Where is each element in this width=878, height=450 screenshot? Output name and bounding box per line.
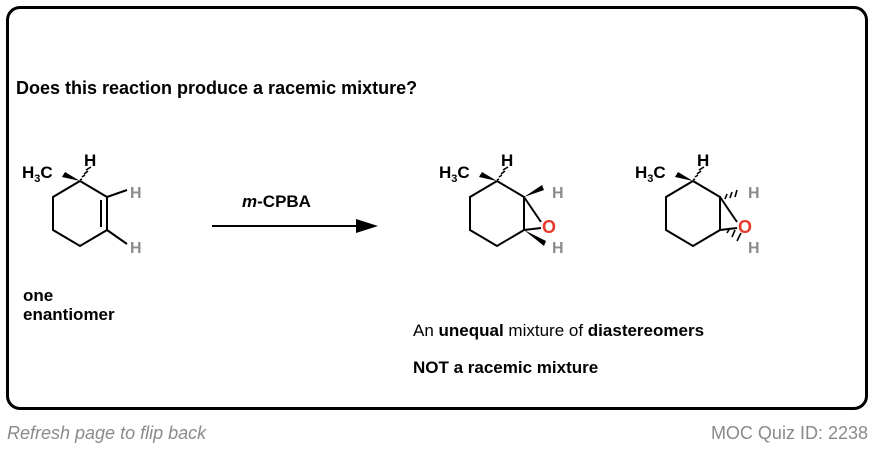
vinyl-hydrogen-label: H — [130, 240, 142, 257]
epoxide-product-1: H3C H O H H — [439, 151, 564, 257]
svg-text:H: H — [501, 151, 513, 170]
svg-text:H3C: H3C — [635, 163, 666, 185]
wedge-bond — [62, 172, 80, 181]
starting-material-label: one enantiomer — [23, 286, 115, 324]
reaction-scheme: H3C H H H H3C H O H H — [22, 151, 760, 257]
hydrogen-label: H — [84, 151, 96, 170]
answer-line-2: NOT a racemic mixture — [413, 358, 599, 377]
starting-material — [52, 180, 128, 248]
hash-bond — [79, 166, 92, 181]
svg-text:H: H — [552, 240, 564, 257]
quiz-id: MOC Quiz ID: 2238 — [710, 423, 868, 443]
question-card — [6, 6, 868, 410]
epoxide-product-2: H3C H O H H — [635, 151, 760, 257]
vinyl-hydrogen-label: H — [130, 185, 142, 202]
svg-text:H3C: H3C — [439, 163, 470, 185]
reagent-label: m-CPBA — [242, 192, 311, 211]
oxygen-label: O — [542, 217, 556, 237]
reaction-arrow — [212, 219, 378, 233]
svg-text:H: H — [697, 151, 709, 170]
svg-text:H: H — [748, 185, 760, 202]
oxygen-label: O — [738, 217, 752, 237]
question-text: Does this reaction produce a racemic mix… — [16, 78, 418, 98]
svg-text:H: H — [552, 185, 564, 202]
answer-line-1: An unequal mixture of diastereomers — [413, 321, 705, 340]
refresh-hint: Refresh page to flip back — [7, 423, 207, 443]
methyl-label: H3C — [22, 163, 53, 185]
svg-text:H: H — [748, 240, 760, 257]
